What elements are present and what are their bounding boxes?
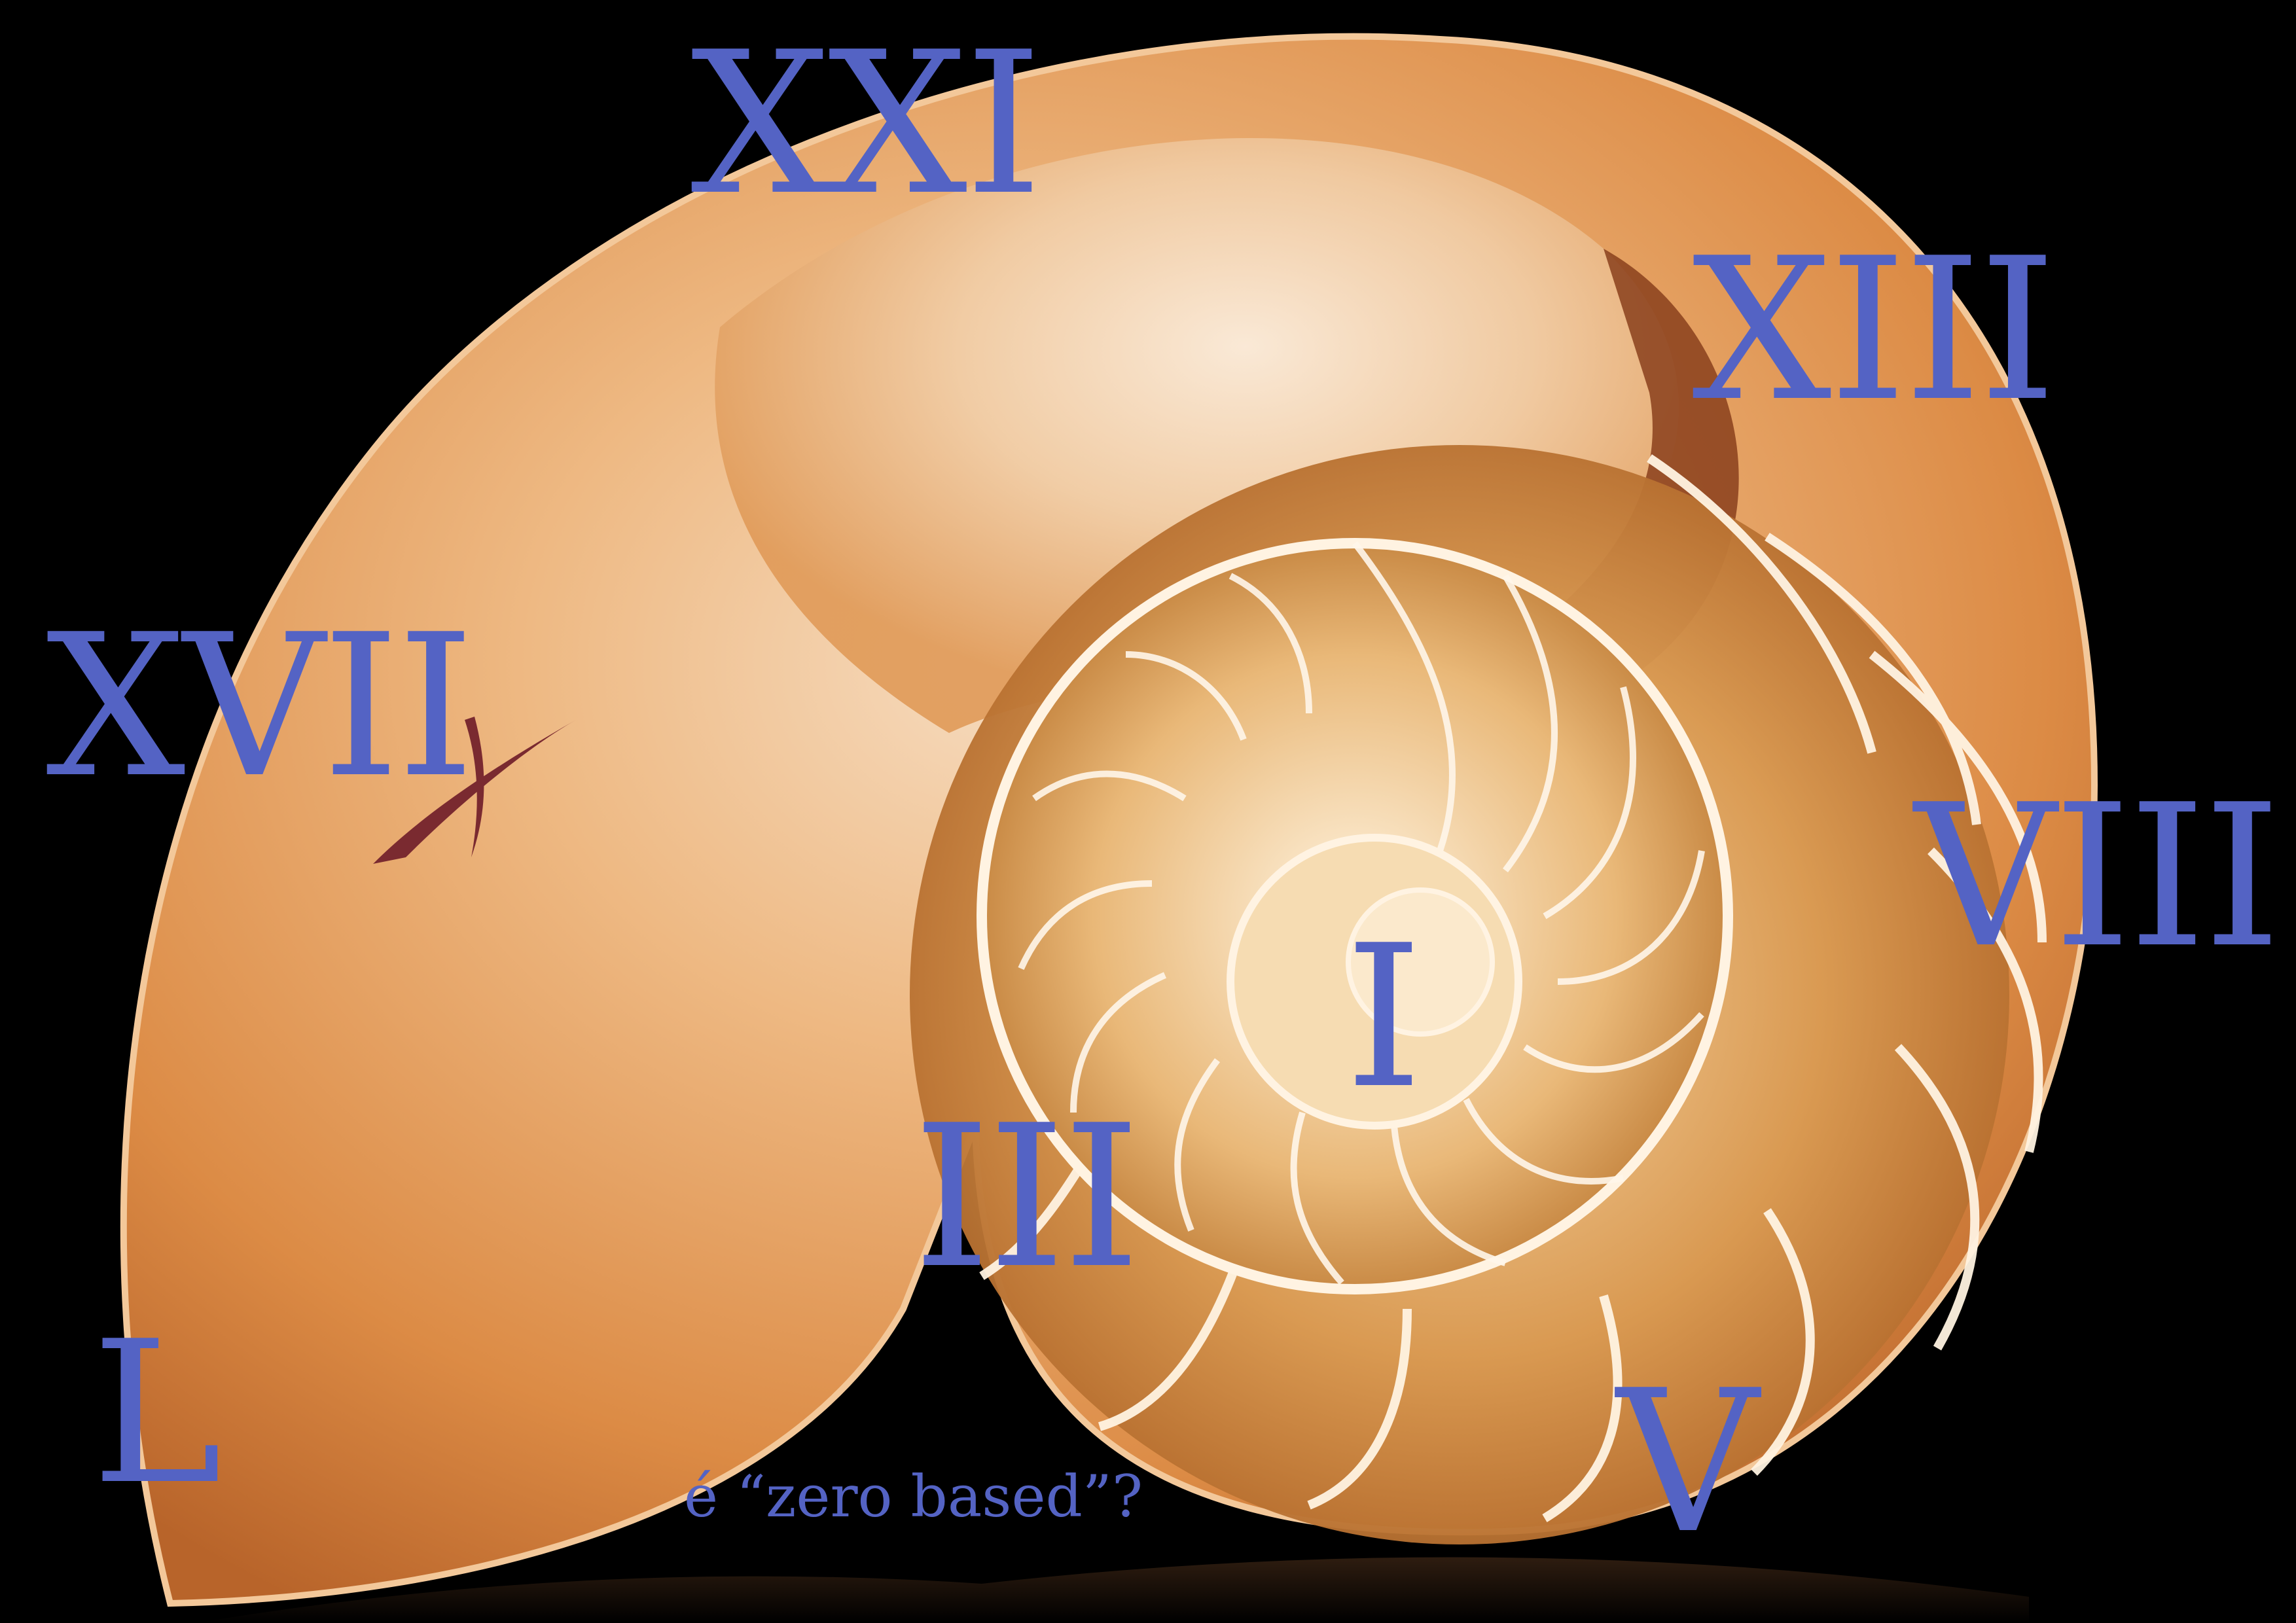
strike-cross-icon xyxy=(373,717,576,864)
numeral-v: V xyxy=(1617,1348,1759,1577)
numeral-xxi: XXI xyxy=(691,10,1043,238)
numeral-xvii: XVII xyxy=(46,592,475,821)
numeral-viii: VIII xyxy=(1914,762,2281,991)
numeral-iii: III xyxy=(913,1083,1141,1311)
numeral-i: I xyxy=(1345,903,1422,1132)
caption-zero-based: é “zero based”? xyxy=(684,1463,1143,1530)
numeral-xiii: XIII xyxy=(1692,216,2056,444)
numeral-l: L xyxy=(92,1299,222,1527)
